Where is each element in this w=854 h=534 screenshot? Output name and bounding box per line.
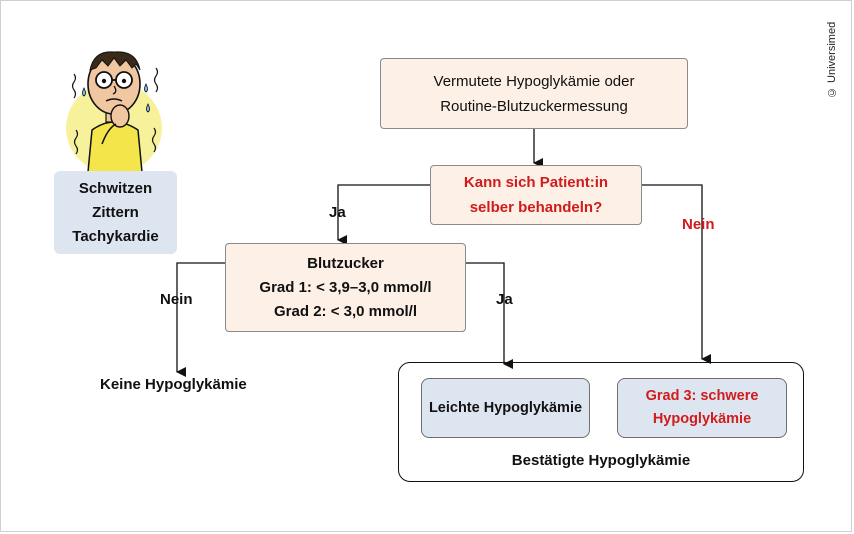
start-line-1: Vermutete Hypoglykämie oder bbox=[433, 72, 635, 90]
blood-sugar-title: Blutzucker bbox=[307, 254, 384, 272]
confirmed-hypoglycemia-title: Bestätigte Hypoglykämie bbox=[511, 452, 691, 469]
no-hypoglycemia-text: Keine Hypoglykämie bbox=[100, 376, 247, 393]
arrow-blutzucker-to-confirmed bbox=[465, 262, 513, 369]
grade-3-line-2: Hypoglykämie bbox=[652, 411, 752, 427]
mild-hypoglycemia-box: Leichte Hypoglykämie bbox=[421, 378, 590, 438]
question-line-2: selber behandeln? bbox=[469, 199, 603, 216]
arrow-blutzucker-to-keine bbox=[176, 262, 225, 377]
start-line-2: Routine-Blutzuckermessung bbox=[440, 97, 628, 115]
label-nein-left: Nein bbox=[160, 291, 193, 308]
mild-hypoglycemia-label: Leichte Hypoglykämie bbox=[428, 399, 583, 416]
symptoms-box: Schwitzen Zittern Tachykardie bbox=[54, 171, 177, 254]
grade-3-severe-box: Grad 3: schwere Hypoglykämie bbox=[617, 378, 787, 438]
confirmed-hypoglycemia-container: Bestätigte Hypoglykämie bbox=[398, 362, 804, 482]
label-nein-right: Nein bbox=[682, 216, 715, 233]
label-ja-bottom: Ja bbox=[496, 291, 513, 308]
question-line-1: Kann sich Patient:in bbox=[463, 174, 609, 191]
symptom-sweating: Schwitzen bbox=[78, 179, 153, 197]
grade-3-line-1: Grad 3: schwere bbox=[645, 388, 759, 404]
copyright-notice: © Universimed bbox=[826, 21, 838, 98]
grade-1-range: Grad 1: < 3,9–3,0 mmol/l bbox=[259, 278, 432, 296]
grade-2-range: Grad 2: < 3,0 mmol/l bbox=[274, 302, 417, 320]
arrow-question-to-blutzucker bbox=[337, 184, 430, 245]
start-box: Vermutete Hypoglykämie oder Routine-Blut… bbox=[380, 58, 688, 129]
arrow-question-to-grad3 bbox=[641, 184, 711, 364]
symptom-tachycardia: Tachykardie bbox=[72, 227, 159, 245]
symptom-trembling: Zittern bbox=[92, 203, 139, 221]
self-treatment-question-box: Kann sich Patient:in selber behandeln? bbox=[430, 165, 642, 225]
sweating-person-illustration bbox=[66, 51, 162, 172]
label-ja-top: Ja bbox=[329, 204, 346, 221]
blood-sugar-box: Blutzucker Grad 1: < 3,9–3,0 mmol/l Grad… bbox=[225, 243, 466, 332]
